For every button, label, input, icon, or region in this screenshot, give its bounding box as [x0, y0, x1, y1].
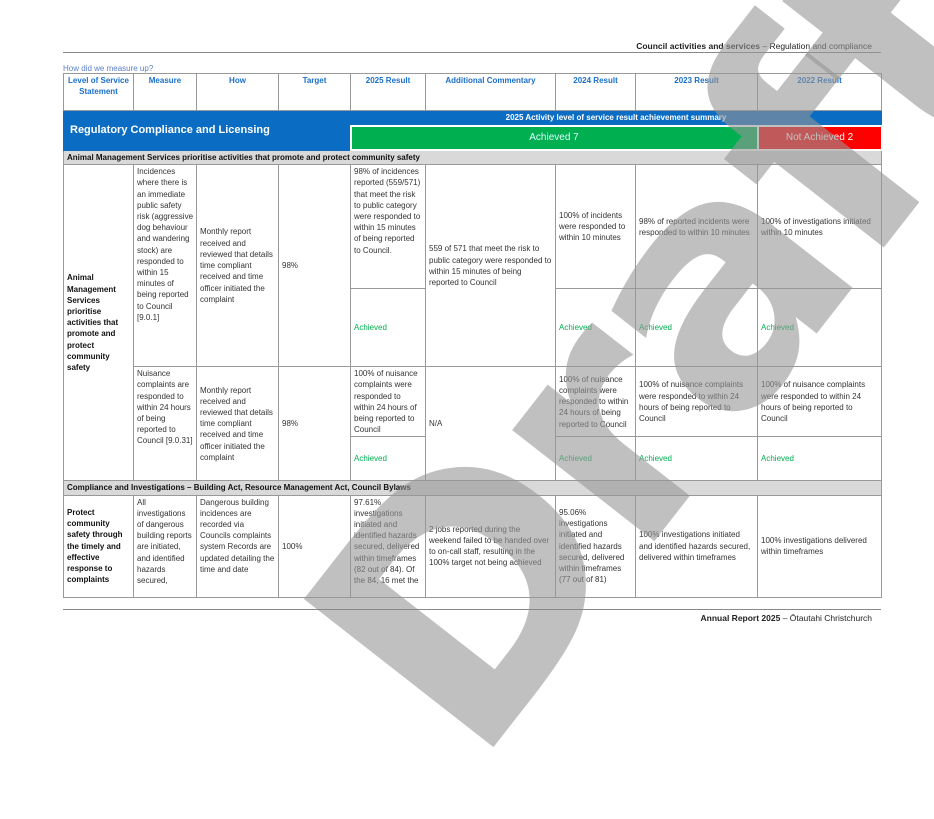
status-2023: Achieved	[635, 436, 758, 482]
result-2024: 95.06% investigations initiated and iden…	[555, 494, 636, 598]
result-2024: 100% of incidents were responded to with…	[555, 164, 636, 290]
header-divider	[63, 52, 881, 53]
footer-divider	[63, 609, 881, 610]
result-2023: 100% of nuisance complaints were respond…	[635, 366, 758, 438]
target: 98%	[278, 366, 351, 482]
result-2023: 100% investigations initiated and identi…	[635, 494, 758, 598]
how: Monthly report received and reviewed tha…	[196, 366, 279, 482]
measure: All investigations of dangerous building…	[133, 494, 197, 598]
achieved-bar: Achieved 7	[349, 125, 759, 151]
results-table: Level of Service Statement Measure How T…	[63, 73, 883, 598]
result-2024: 100% of nuisance complaints were respond…	[555, 366, 636, 438]
result-2025: 100% of nuisance complaints were respond…	[350, 366, 426, 438]
section-title: Compliance and Investigations – Building…	[63, 480, 882, 496]
header-subsection: Regulation and compliance	[769, 41, 872, 51]
target: 98%	[278, 164, 351, 368]
result-2022: 100% of investigations initiated within …	[757, 164, 882, 290]
footer-place: Ōtautahi Christchurch	[789, 613, 872, 623]
status-2022: Achieved	[757, 288, 882, 368]
commentary: 2 jobs reported during the weekend faile…	[425, 494, 556, 598]
how: Dangerous building incidences are record…	[196, 494, 279, 598]
status-2024: Achieved	[555, 288, 636, 368]
measure: Incidences where there is an immediate p…	[133, 164, 197, 368]
col-header: How	[196, 73, 279, 111]
section-title: Animal Management Services prioritise ac…	[63, 149, 882, 166]
status-2022: Achieved	[757, 436, 882, 482]
status-2023: Achieved	[635, 288, 758, 368]
col-header: Additional Commentary	[425, 73, 556, 111]
measure: Nuisance complaints are responded to wit…	[133, 366, 197, 482]
col-header: Level of Service Statement	[63, 73, 134, 111]
col-header: Target	[278, 73, 351, 111]
banner-title: Regulatory Compliance and Licensing	[63, 110, 351, 151]
result-2022: 100% of nuisance complaints were respond…	[757, 366, 882, 438]
header-section: Council activities and services	[636, 41, 760, 51]
col-header: 2025 Result	[350, 73, 426, 111]
how: Monthly report received and reviewed tha…	[196, 164, 279, 368]
page-footer: Annual Report 2025 – Ōtautahi Christchur…	[700, 613, 872, 623]
status-2025: Achieved	[350, 288, 426, 368]
result-2022: 100% investigations delivered within tim…	[757, 494, 882, 598]
summary-title: 2025 Activity level of service result ac…	[350, 110, 882, 127]
not-achieved-bar: Not Achieved 2	[756, 125, 883, 151]
table-row: Nuisance complaints are responded to wit…	[64, 366, 882, 482]
table-row: Protect community safety through the tim…	[63, 494, 882, 598]
result-2023: 98% of reported incidents were responded…	[635, 164, 758, 290]
service-statement: Animal Management Services prioritise ac…	[63, 164, 134, 482]
status-2024: Achieved	[555, 436, 636, 482]
column-headers: Level of Service Statement Measure How T…	[63, 73, 882, 111]
col-header: 2023 Result	[635, 73, 758, 111]
commentary: N/A	[425, 366, 556, 482]
col-header: 2022 Result	[757, 73, 882, 111]
service-statement: Protect community safety through the tim…	[63, 494, 134, 598]
status-2025: Achieved	[350, 436, 426, 482]
col-header: 2024 Result	[555, 73, 636, 111]
measure-link[interactable]: How did we measure up?	[63, 64, 154, 73]
target: 100%	[278, 494, 351, 598]
page-header: Council activities and services – Regula…	[636, 41, 872, 51]
table-row: Animal Management Services prioritise ac…	[63, 164, 882, 482]
footer-title: Annual Report 2025	[700, 613, 781, 623]
result-2025: 97.61% investigations initiated and iden…	[350, 494, 426, 598]
col-header: Measure	[133, 73, 197, 111]
result-2025: 98% of incidences reported (559/571) tha…	[350, 164, 426, 290]
commentary: 559 of 571 that meet the risk to public …	[425, 164, 556, 368]
